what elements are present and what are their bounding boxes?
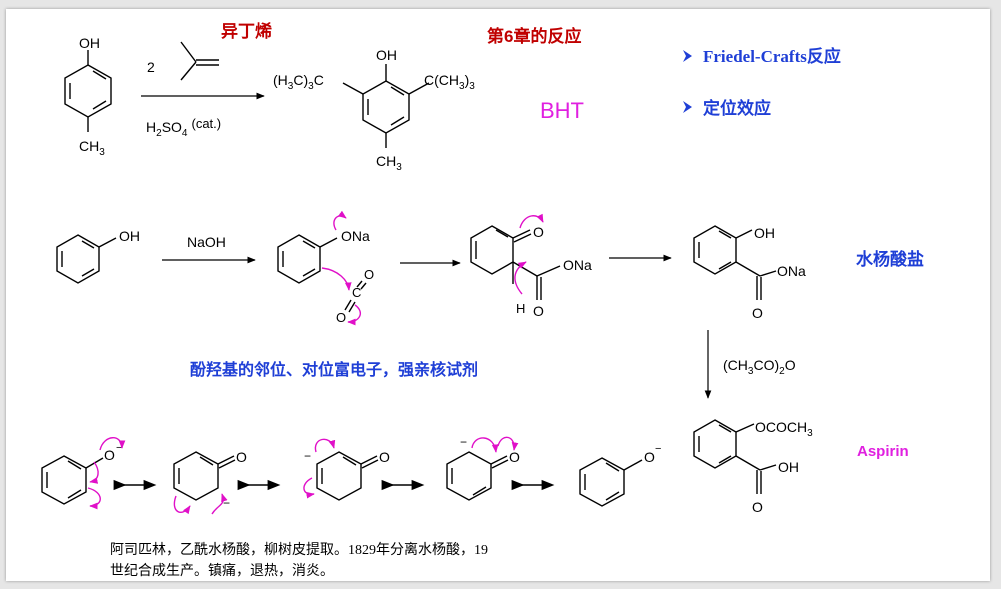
tbu-right-label: C(CH3)3 bbox=[424, 72, 475, 92]
o-label: O bbox=[533, 224, 544, 240]
aspirin-structure: OCOCH3 OH O bbox=[693, 419, 813, 515]
catalyst-label: H2SO4(cat.) bbox=[146, 116, 221, 139]
oh-label: OH bbox=[778, 459, 799, 475]
c-label: C bbox=[352, 285, 361, 300]
resonance-ketone-2: O − bbox=[173, 449, 247, 515]
label-salicylate: 水杨酸盐 bbox=[856, 249, 924, 269]
ona-label: ONa bbox=[563, 257, 592, 273]
ona-label: ONa bbox=[341, 228, 370, 244]
o-label: O bbox=[104, 447, 115, 463]
p-cresol-structure: OH CH3 bbox=[64, 35, 112, 158]
resonance-ketone-3: O − bbox=[303, 438, 390, 501]
ococh3-label: OCOCH3 bbox=[755, 419, 813, 439]
ona-label: ONa bbox=[777, 263, 806, 279]
oh-label: OH bbox=[119, 228, 140, 244]
phenol-note: 酚羟基的邻位、对位富电子，强亲核试剂 bbox=[190, 360, 478, 379]
minus-sign: − bbox=[655, 443, 661, 455]
bullet-text: Friedel-Crafts反应 bbox=[703, 46, 841, 66]
o-label: O bbox=[364, 267, 374, 282]
oh-label: OH bbox=[79, 35, 100, 51]
minus-sign: − bbox=[304, 449, 311, 463]
isobutylene-reagent: 2 bbox=[147, 41, 219, 81]
caption-line-2: 世纪合成生产。镇痛，退热，消炎。 bbox=[110, 562, 334, 579]
title-isobutylene: 异丁烯 bbox=[221, 21, 272, 41]
bullet-directing-effect: 定位效应 bbox=[683, 98, 771, 118]
o-label: O bbox=[509, 449, 520, 465]
tbu-left-label: (H3C)3C bbox=[273, 72, 324, 92]
phenol-structure: OH bbox=[56, 228, 140, 284]
naoh-label: NaOH bbox=[187, 234, 226, 250]
dienone-intermediate: O H ONa O bbox=[470, 213, 592, 319]
oh-label: OH bbox=[376, 47, 397, 63]
o-label: O bbox=[236, 449, 247, 465]
bullet-text: 定位效应 bbox=[703, 98, 771, 118]
title-chapter: 第6章的反应 bbox=[487, 26, 581, 46]
resonance-phenoxide-1: O − bbox=[41, 437, 126, 510]
sodium-phenoxide-co2: ONa O C O bbox=[277, 210, 374, 326]
caption-line-1: 阿司匹林，乙酰水杨酸，柳树皮提取。1829年分离水杨酸，19 bbox=[110, 541, 488, 558]
bullet-arrow-icon bbox=[683, 101, 692, 113]
resonance-phenoxide-5: O − bbox=[579, 443, 661, 507]
resonance-ketone-4: O − bbox=[446, 435, 520, 501]
label-aspirin: Aspirin bbox=[857, 443, 909, 460]
o-label: O bbox=[752, 499, 763, 515]
o-label: O bbox=[336, 310, 346, 325]
ch3-label: CH3 bbox=[376, 153, 402, 173]
sodium-salicylate-structure: OH ONa O bbox=[693, 225, 806, 321]
bullet-arrow-icon bbox=[683, 50, 692, 62]
bht-structure: OH (H3C)3C C(CH3)3 CH3 bbox=[273, 47, 475, 173]
minus-sign: − bbox=[223, 496, 230, 510]
coefficient: 2 bbox=[147, 59, 155, 75]
minus-sign: − bbox=[460, 435, 467, 449]
bullet-friedel-crafts: Friedel-Crafts反应 bbox=[683, 46, 841, 66]
o-label: O bbox=[379, 449, 390, 465]
acetic-anhydride-label: (CH3CO)2O bbox=[723, 357, 796, 377]
label-bht: BHT bbox=[540, 98, 584, 123]
slide bbox=[6, 9, 990, 581]
o-label: O bbox=[752, 305, 763, 321]
o-label: O bbox=[644, 449, 655, 465]
h-label: H bbox=[516, 301, 525, 316]
o-label: O bbox=[533, 303, 544, 319]
ch3-label: CH3 bbox=[79, 138, 105, 158]
oh-label: OH bbox=[754, 225, 775, 241]
